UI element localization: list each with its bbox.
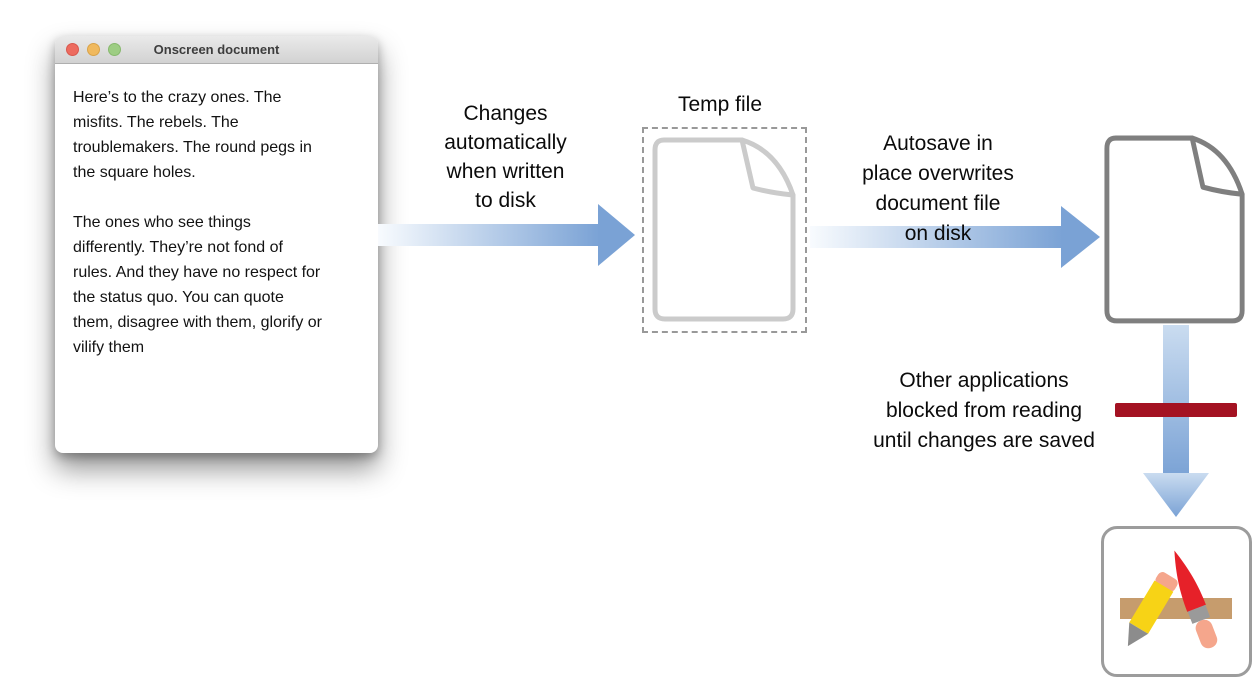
temp-file-box [642, 127, 807, 333]
brush-icon [1174, 550, 1218, 649]
arrow-right-icon [378, 204, 635, 266]
minimize-button[interactable] [87, 43, 100, 56]
temp-document-icon [652, 137, 795, 322]
autosave-overwrites-label: Autosave in place overwrites document fi… [862, 132, 1014, 245]
arrow-down-icon [1143, 325, 1209, 517]
document-icon [1104, 135, 1245, 324]
zoom-button[interactable] [108, 43, 121, 56]
document-text-area[interactable]: Here’s to the crazy ones. The misfits. T… [73, 89, 322, 356]
pencil-brush-ruler-icon [1120, 550, 1232, 649]
window-titlebar[interactable]: Onscreen document [55, 36, 378, 64]
pencil-icon [1127, 572, 1178, 647]
changes-written-label: Changes automatically when written to di… [444, 102, 567, 212]
block-bar-icon [1115, 403, 1237, 417]
blocked-applications-label: Other applications blocked from reading … [873, 369, 1095, 452]
arrow-right-icon [810, 206, 1100, 268]
window-title: Onscreen document [153, 42, 280, 57]
temp-file-label: Temp file [677, 93, 763, 116]
traffic-lights [66, 43, 121, 56]
close-button[interactable] [66, 43, 79, 56]
onscreen-document-window: Onscreen document Here’s to the crazy on… [55, 36, 378, 453]
applications-app-icon [1101, 526, 1252, 677]
